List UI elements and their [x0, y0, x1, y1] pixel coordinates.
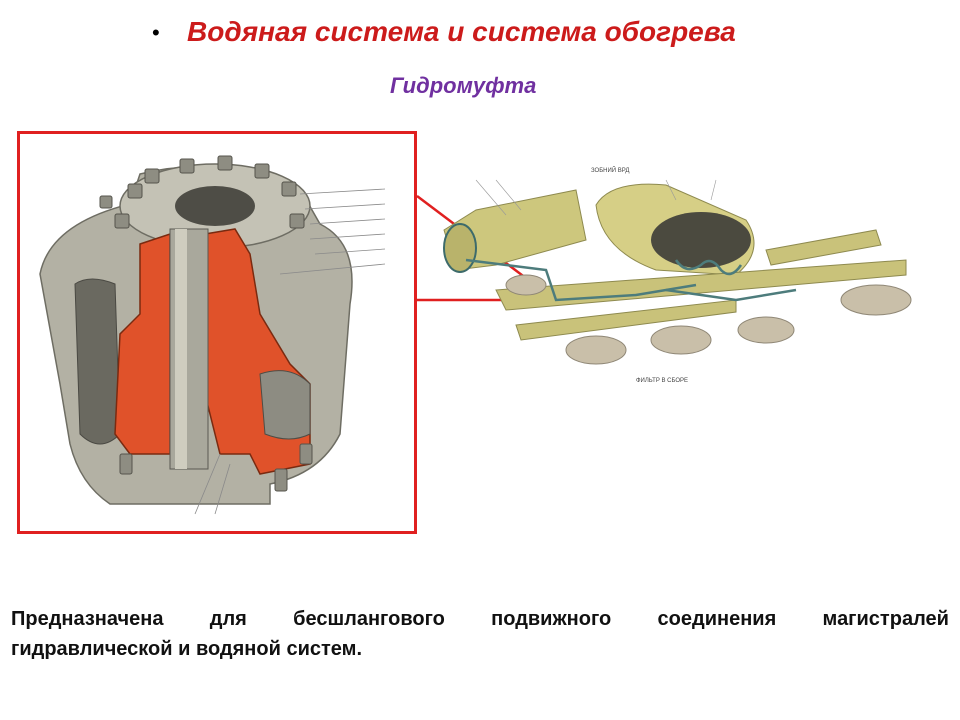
description-word: соединения: [657, 608, 777, 630]
system-overview: ЗОБНИЙ ВРД ФИЛЬТР: [436, 160, 916, 390]
page-title: Водяная система и система обогрева: [187, 16, 736, 47]
overview-bottom-caption: ФИЛЬТР В СБОРЕ: [636, 378, 688, 384]
description-word: бесшлангового: [293, 608, 445, 630]
title-row: • Водяная система и система обогрева: [0, 16, 960, 56]
coupling-cutaway-illustration: [39, 155, 386, 515]
description-line-1: Предназначена для бесшлангового подвижно…: [11, 604, 949, 634]
overview-top-caption: ЗОБНИЙ ВРД: [591, 166, 629, 174]
description: Предназначена для бесшлангового подвижно…: [11, 604, 949, 664]
title-bullet: •: [152, 20, 160, 45]
system-overview-illustration: ЗОБНИЙ ВРД ФИЛЬТР: [443, 166, 912, 384]
description-word: для: [209, 608, 247, 630]
description-word: подвижного: [491, 608, 612, 630]
coupling-cutaway-frame: [17, 131, 417, 534]
description-word: Предназначена: [11, 608, 164, 630]
description-line-2: гидравлической и водяной систем.: [11, 638, 362, 660]
page-subtitle: Гидромуфта: [390, 73, 537, 98]
description-word: магистралей: [822, 608, 949, 630]
